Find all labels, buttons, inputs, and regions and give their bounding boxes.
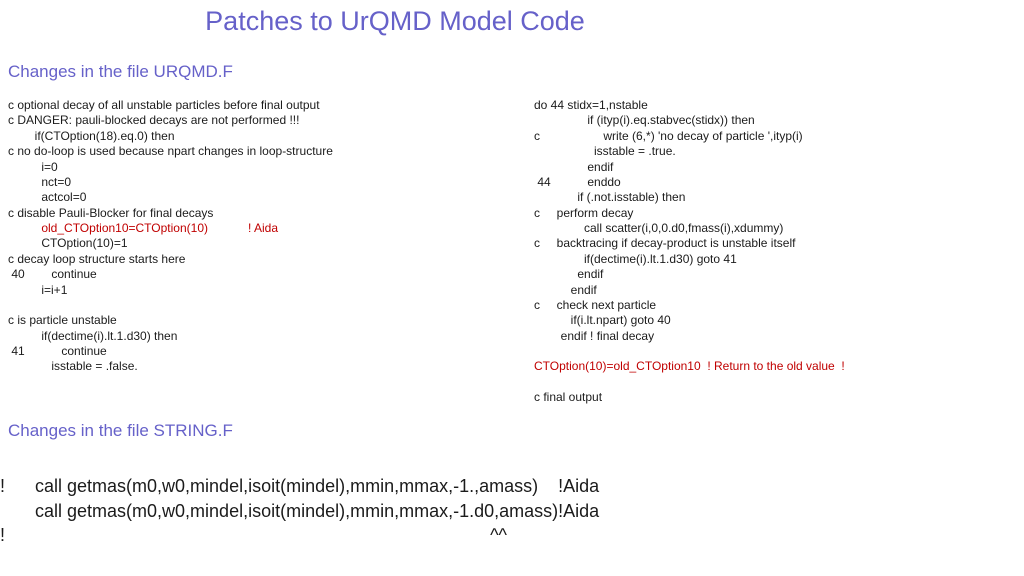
code-line: 41 continue (8, 344, 107, 358)
code-line: endif (534, 267, 604, 282)
code-line (534, 375, 845, 390)
code-line: if (ityp(i).eq.stabvec(stidx)) then (534, 113, 755, 128)
slide-title: Patches to UrQMD Model Code (205, 6, 585, 36)
code-line: if (.not.isstable) then (534, 190, 686, 205)
code-block-urqmd-left: c optional decay of all unstable particl… (8, 98, 333, 375)
code-block-string: ! call getmas(m0,w0,mindel,isoit(mindel)… (0, 474, 599, 548)
code-line: if(dectime(i).lt.1.d30) then (8, 328, 178, 343)
code-line: 44 enddo (534, 174, 621, 189)
code-line (8, 298, 333, 313)
code-line: c no do-loop is used because npart chang… (8, 144, 333, 159)
code-line: ! call getmas(m0,w0,mindel,isoit(mindel)… (0, 476, 600, 496)
code-line (534, 344, 845, 359)
code-line: c is particle unstable (8, 313, 117, 328)
code-line: actcol=0 (8, 190, 87, 205)
code-line: i=i+1 (8, 282, 68, 297)
code-line: if(dectime(i).lt.1.d30) goto 41 (534, 251, 737, 266)
code-line: do 44 stidx=1,nstable (534, 98, 648, 112)
code-line-highlighted: CTOption(10)=old_CTOption10 ! Return to … (534, 359, 845, 374)
code-line: c optional decay of all unstable particl… (8, 98, 320, 112)
code-line: c write (6,*) 'no decay of particle ',it… (534, 128, 803, 143)
code-block-urqmd-right: do 44 stidx=1,nstable if (ityp(i).eq.sta… (534, 98, 845, 406)
code-line: i=0 (8, 159, 58, 174)
section-heading-string: Changes in the file STRING.F (8, 421, 233, 440)
code-line: call getmas(m0,w0,mindel,isoit(mindel),m… (0, 500, 600, 521)
code-line: ! ^^ (0, 525, 507, 546)
code-line: isstable = .false. (8, 359, 138, 374)
code-line: c backtracing if decay-product is unstab… (534, 236, 796, 251)
code-line: endif (534, 282, 597, 297)
code-line: endif ! final decay (534, 328, 655, 343)
code-line: isstable = .true. (534, 144, 676, 159)
code-line: c disable Pauli-Blocker for final decays (8, 205, 214, 220)
code-line: c decay loop structure starts here (8, 251, 186, 266)
code-line: c final output (534, 390, 603, 405)
section-heading-urqmd: Changes in the file URQMD.F (8, 62, 233, 81)
code-line: CTOption(10)=1 (8, 236, 128, 251)
code-line: c DANGER: pauli-blocked decays are not p… (8, 113, 300, 128)
code-line: endif (534, 159, 614, 174)
code-line: if(i.lt.npart) goto 40 (534, 313, 671, 328)
code-line-highlighted: old_CTOption10=CTOption(10) ! Aida (8, 221, 279, 235)
code-line: if(CTOption(18).eq.0) then (8, 128, 175, 143)
code-line: c check next particle (534, 297, 657, 312)
code-line: call scatter(i,0,0.d0,fmass(i),xdummy) (534, 221, 784, 235)
code-line: c perform decay (534, 205, 634, 220)
code-line: 40 continue (8, 267, 97, 282)
code-line: nct=0 (8, 174, 72, 189)
